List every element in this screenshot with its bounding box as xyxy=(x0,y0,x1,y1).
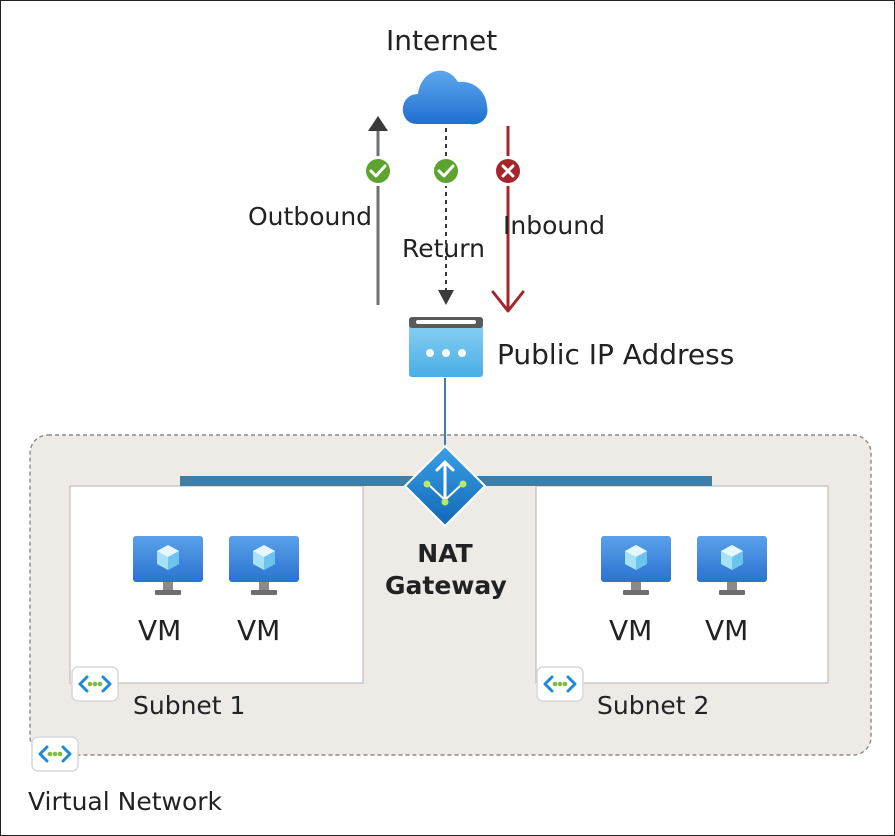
outbound-label: Outbound xyxy=(248,202,373,231)
virtual-network-label: Virtual Network xyxy=(28,787,223,816)
cloud-icon xyxy=(402,70,488,125)
nat-gateway-icon xyxy=(403,444,487,528)
check-icon xyxy=(363,156,393,186)
vm-label: VM xyxy=(705,614,749,647)
subnet-icon xyxy=(535,665,585,703)
internet-label: Internet xyxy=(386,24,498,57)
inbound-label: Inbound xyxy=(503,211,605,240)
nat-gateway-label: NAT Gateway xyxy=(385,538,507,602)
x-icon xyxy=(493,156,523,186)
public-ip-label: Public IP Address xyxy=(497,338,735,371)
inbound-arrowhead xyxy=(491,290,525,313)
return-label: Return xyxy=(402,234,485,263)
virtual-network-icon xyxy=(30,735,80,773)
vm-label: VM xyxy=(138,614,182,647)
outbound-arrowhead xyxy=(368,116,388,131)
subnet-2-label: Subnet 2 xyxy=(597,691,710,720)
return-arrowhead xyxy=(438,290,454,305)
nat-label-line1: NAT xyxy=(417,539,473,568)
subnet-1-box xyxy=(69,485,364,684)
subnet-2-box xyxy=(535,485,829,684)
vm-label: VM xyxy=(609,614,653,647)
public-ip-icon xyxy=(409,317,483,377)
check-icon xyxy=(431,156,461,186)
subnet-icon xyxy=(70,665,120,703)
nat-label-line2: Gateway xyxy=(385,571,507,600)
subnet-1-label: Subnet 1 xyxy=(133,691,246,720)
vm-label: VM xyxy=(237,614,281,647)
